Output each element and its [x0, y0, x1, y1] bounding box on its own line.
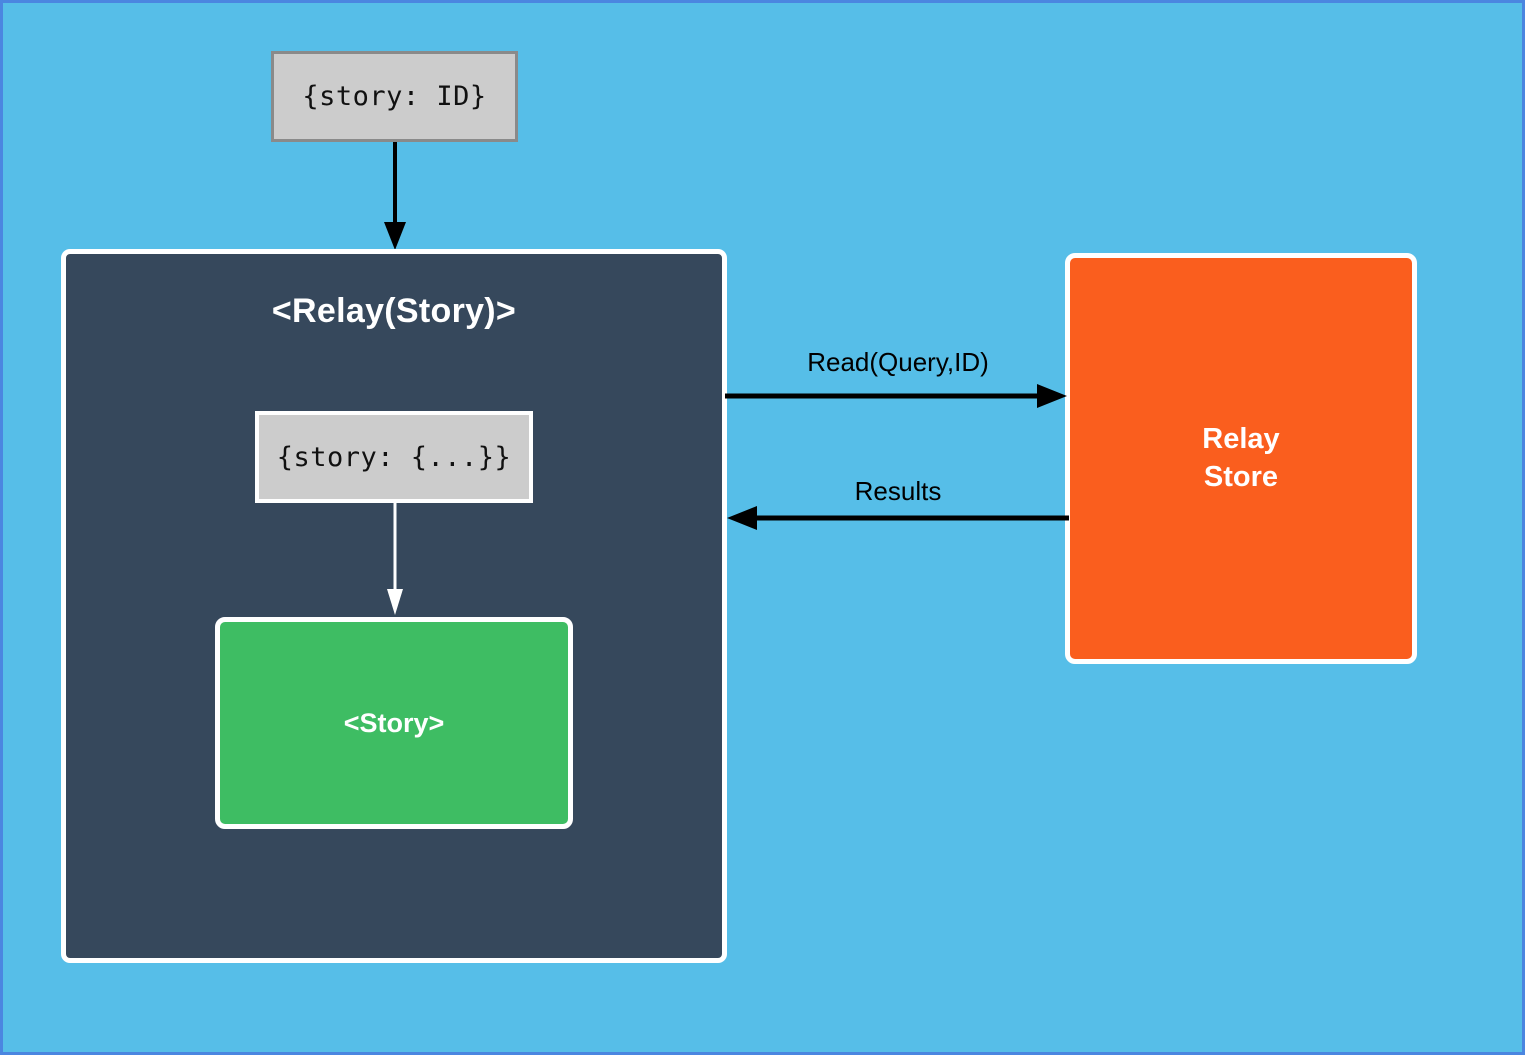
node-relay-container-label: <Relay(Story)> — [271, 292, 517, 330]
edge-read-label: Read(Query,ID) — [807, 347, 989, 377]
node-relay-store-label-line2: Store — [1203, 460, 1279, 493]
edge-results-label: Results — [854, 476, 942, 506]
node-story-component-label: <Story> — [343, 707, 445, 738]
node-props-resolved[interactable]: {story: {...}} — [255, 411, 533, 503]
edge-read-arrow — [725, 378, 1069, 408]
edge-props-down — [375, 142, 415, 252]
node-props-in-label: {story: ID} — [302, 81, 487, 112]
node-story-component[interactable]: <Story> — [215, 617, 573, 829]
edge-resolved-down — [375, 503, 415, 617]
node-props-resolved-label: {story: {...}} — [276, 441, 512, 473]
node-relay-store[interactable]: Relay Store — [1065, 253, 1417, 664]
node-relay-store-label-line1: Relay — [1202, 423, 1280, 456]
node-props-in[interactable]: {story: ID} — [271, 51, 518, 142]
edge-results-arrow — [725, 503, 1069, 533]
